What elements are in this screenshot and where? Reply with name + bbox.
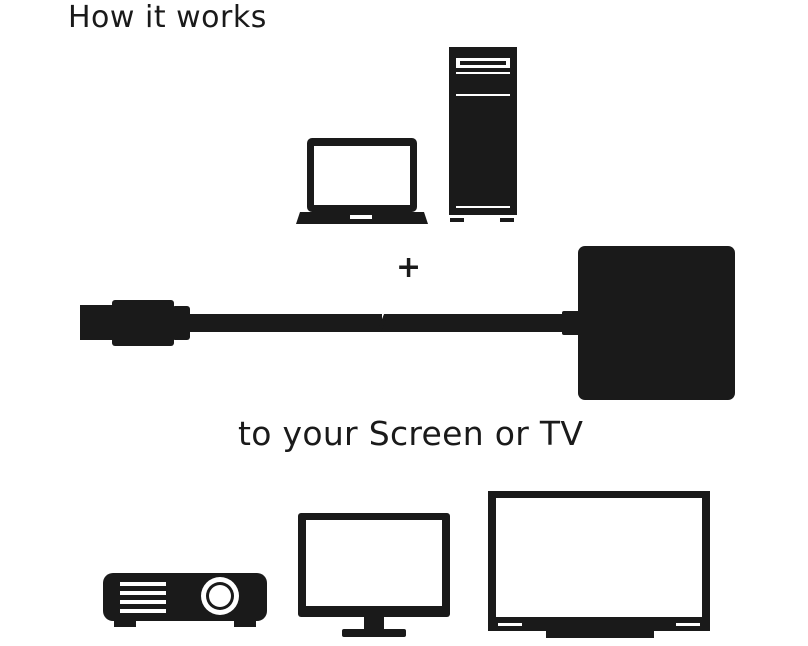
usb-c-cable-icon [80, 300, 582, 346]
monitor-icon [298, 513, 450, 637]
projector-icon [103, 573, 267, 627]
laptop-icon [296, 138, 428, 224]
tv-icon [488, 491, 710, 638]
adapter-box-icon [578, 246, 735, 400]
plus-sign: + [396, 250, 422, 285]
desktop-tower-icon [449, 47, 517, 222]
diagram-title: How it works [68, 0, 267, 35]
display-subtitle: to your Screen or TV [238, 414, 584, 453]
